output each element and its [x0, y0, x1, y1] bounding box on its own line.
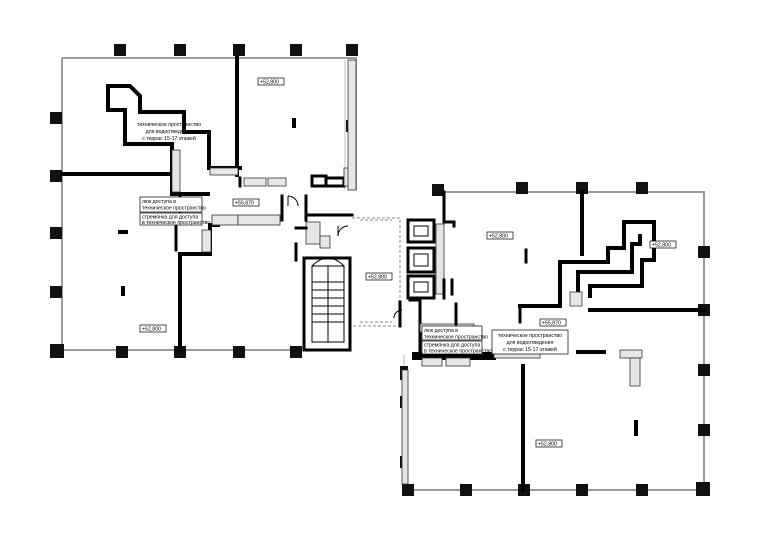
- wall-block: [629, 357, 641, 387]
- level-label: +52,800: [489, 234, 508, 240]
- elevator: [406, 218, 436, 244]
- column: [698, 364, 710, 376]
- level-label: +52,800: [652, 243, 671, 249]
- left-wing-walls: [60, 56, 357, 352]
- column: [290, 44, 302, 56]
- tech-space-note-line: с террас 15-17 этажей: [142, 135, 196, 142]
- hatch-note-line: люк доступа в: [142, 199, 176, 205]
- wall-block: [619, 349, 643, 359]
- ladder-note-line: в техническое пространство: [142, 220, 210, 226]
- wall-block: [421, 357, 443, 367]
- wall-block: [243, 177, 267, 187]
- ladder-note-line: в техническое пространство: [424, 349, 492, 355]
- wall-block: [267, 177, 287, 187]
- core: [302, 190, 456, 352]
- column: [636, 182, 648, 194]
- elevator: [406, 246, 436, 274]
- wall-block: [305, 221, 321, 245]
- column: [50, 227, 62, 239]
- column: [114, 44, 126, 56]
- right-columns: [400, 182, 710, 496]
- column: [174, 44, 186, 56]
- tech-space-note-line: для водоотведения: [507, 340, 554, 346]
- tech-space-note-line: с террас 15-17 этажей: [503, 346, 557, 353]
- level-label: +55,870: [542, 321, 561, 327]
- column: [233, 346, 245, 358]
- wall-block: [211, 214, 239, 226]
- level-label: +52,800: [260, 80, 279, 86]
- column: [50, 112, 62, 124]
- column: [516, 182, 528, 194]
- shaft: [171, 149, 181, 193]
- column: [50, 286, 62, 298]
- hatch-note-line: техническое пространство: [424, 335, 488, 341]
- column: [460, 484, 472, 496]
- right-notes: люк доступа в техническое пространство с…: [421, 325, 569, 355]
- column: [698, 424, 710, 436]
- column: [576, 484, 588, 496]
- level-marks: +52,800 +52,800 +55,870 +52,800 +52,800 …: [139, 77, 677, 448]
- hatch-note-line: люк доступа в: [424, 328, 458, 334]
- column: [576, 182, 588, 194]
- tech-space-note-line: для водоотведения: [146, 129, 193, 135]
- left-notes: техническое пространство для водоотведен…: [137, 122, 210, 226]
- level-label: +55,870: [235, 201, 254, 207]
- column: [290, 346, 302, 358]
- column: [346, 44, 358, 56]
- window-strip: [401, 369, 409, 485]
- column: [402, 484, 414, 496]
- tech-space-note-line: техническое пространство: [137, 122, 201, 128]
- column: [116, 346, 128, 358]
- ladder-note-line: стремянка для доступа: [142, 215, 198, 221]
- column: [432, 184, 444, 196]
- hatch-note-line: техническое пространство: [142, 206, 206, 212]
- elevator: [406, 274, 436, 300]
- column: [696, 482, 710, 496]
- wall-block: [201, 229, 212, 253]
- wall-block: [569, 291, 583, 307]
- wall-block: [237, 214, 281, 226]
- window-strip: [347, 59, 357, 191]
- column: [50, 170, 62, 182]
- column: [698, 246, 710, 258]
- ladder-note-line: стремянка для доступа: [424, 343, 480, 349]
- tech-space-note-line: техническое пространство: [498, 333, 562, 339]
- level-label: +52,800: [142, 327, 161, 333]
- level-label: +52,800: [368, 275, 387, 281]
- wall-block: [445, 357, 471, 367]
- column: [636, 484, 648, 496]
- level-label: +52,800: [538, 442, 557, 448]
- column: [50, 344, 64, 358]
- wall-block: [209, 167, 239, 176]
- column: [233, 44, 245, 56]
- wall-block: [319, 235, 331, 249]
